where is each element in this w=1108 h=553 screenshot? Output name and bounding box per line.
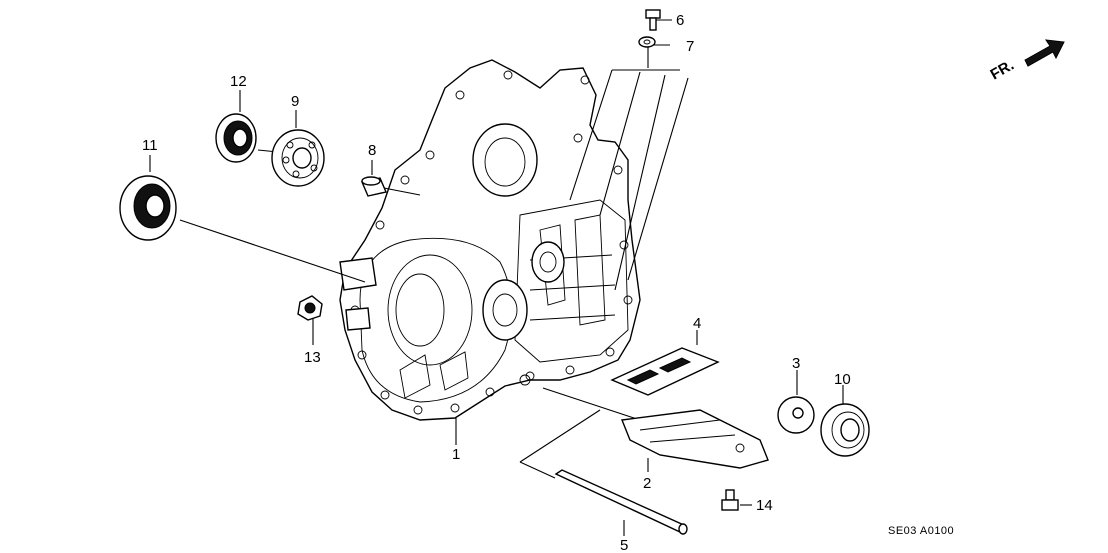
bearing-part-11 xyxy=(119,175,177,241)
callout-12: 12 xyxy=(230,73,247,90)
callout-8: 8 xyxy=(368,142,376,159)
bolt-part-14 xyxy=(721,489,739,511)
callout-14: 14 xyxy=(756,497,773,514)
callout-6: 6 xyxy=(676,12,684,29)
washer-part-3 xyxy=(777,396,815,434)
transmission-housing xyxy=(339,59,641,421)
diagram-code: SE03 A0100 xyxy=(888,525,954,537)
plate-part-4 xyxy=(610,347,720,396)
bearing-part-10 xyxy=(820,403,870,457)
callout-5: 5 xyxy=(620,537,628,553)
callout-4: 4 xyxy=(693,315,701,332)
callout-labels: 1 2 3 4 5 6 7 8 9 10 11 12 13 14 xyxy=(142,12,851,553)
callout-3: 3 xyxy=(792,355,800,372)
sealing-bolt-part-13 xyxy=(297,295,323,321)
callout-10: 10 xyxy=(834,371,851,388)
guide-plate-part-2 xyxy=(621,409,769,469)
bearing-part-12 xyxy=(215,113,257,163)
dowel-pin-part-8 xyxy=(361,176,387,197)
callout-11: 11 xyxy=(142,137,158,154)
front-arrow-icon: FR. xyxy=(988,39,1065,84)
callout-2: 2 xyxy=(643,475,651,492)
callout-1: 1 xyxy=(452,446,460,463)
shaft-part-5 xyxy=(554,469,688,535)
bolt-part-6 xyxy=(645,9,661,31)
front-indicator-label: FR. xyxy=(988,57,1017,84)
callout-9: 9 xyxy=(291,93,299,110)
washer-part-7 xyxy=(638,36,656,48)
callout-13: 13 xyxy=(304,349,321,366)
callout-7: 7 xyxy=(686,38,694,55)
bearing-part-9 xyxy=(271,129,325,187)
